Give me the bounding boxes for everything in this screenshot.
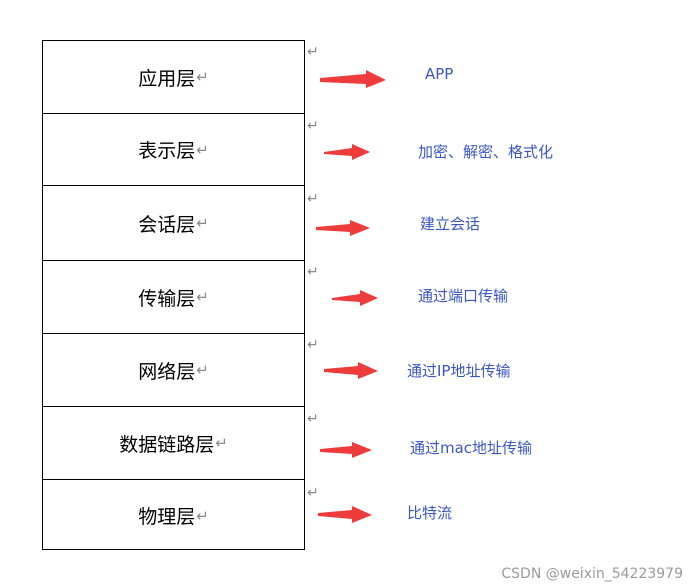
layer-box-session: 会话层↵ xyxy=(43,186,304,261)
return-mark-icon: ↵ xyxy=(307,44,319,60)
arrow-icon xyxy=(316,220,370,236)
layer-label: 传输层 xyxy=(138,287,196,310)
layer-box-network: 网络层↵ xyxy=(43,334,304,407)
return-mark-icon: ↵ xyxy=(307,485,319,501)
layer-box-presentation: 表示层↵ xyxy=(43,114,304,186)
desc-transport: 通过端口传输 xyxy=(418,287,509,305)
desc-physical: 比特流 xyxy=(407,504,453,522)
arrow-icon xyxy=(332,290,378,306)
desc-session: 建立会话 xyxy=(420,215,481,233)
return-mark-icon: ↵ xyxy=(196,68,209,86)
layer-label: 会话层 xyxy=(138,213,196,236)
arrow-icon xyxy=(324,362,378,379)
layer-label: 表示层 xyxy=(138,140,196,162)
return-mark-icon: ↵ xyxy=(307,411,319,427)
layer-label: 数据链路层 xyxy=(119,433,215,456)
desc-presentation: 加密、解密、格式化 xyxy=(418,143,554,161)
layer-stack: 应用层↵ 表示层↵ 会话层↵ 传输层↵ 网络层↵ 数据链路层↵ 物理层↵ xyxy=(42,40,305,550)
arrow-icon xyxy=(324,144,370,160)
layer-box-application: 应用层↵ xyxy=(43,41,304,114)
return-mark-icon: ↵ xyxy=(215,434,228,452)
layer-box-transport: 传输层↵ xyxy=(43,261,304,334)
return-mark-icon: ↵ xyxy=(196,140,209,159)
return-mark-icon: ↵ xyxy=(196,214,209,232)
return-mark-icon: ↵ xyxy=(307,264,319,280)
layer-label: 网络层 xyxy=(138,360,196,383)
layer-box-data-link: 数据链路层↵ xyxy=(43,407,304,480)
return-mark-icon: ↵ xyxy=(196,361,209,379)
return-mark-icon: ↵ xyxy=(307,118,319,134)
desc-data-link: 通过mac地址传输 xyxy=(410,439,533,457)
return-mark-icon: ↵ xyxy=(307,191,319,207)
arrow-icon xyxy=(318,506,372,523)
layer-box-physical: 物理层↵ xyxy=(43,480,304,551)
layer-label: 物理层 xyxy=(138,506,196,528)
return-mark-icon: ↵ xyxy=(307,337,319,353)
return-mark-icon: ↵ xyxy=(196,288,209,306)
desc-network: 通过IP地址传输 xyxy=(407,362,511,380)
return-mark-icon: ↵ xyxy=(196,506,209,525)
desc-application: APP xyxy=(425,65,454,83)
watermark: CSDN @weixin_54223979 xyxy=(501,566,683,582)
arrow-icon xyxy=(320,70,386,88)
layer-label: 应用层 xyxy=(138,67,196,90)
arrow-icon xyxy=(320,442,372,458)
